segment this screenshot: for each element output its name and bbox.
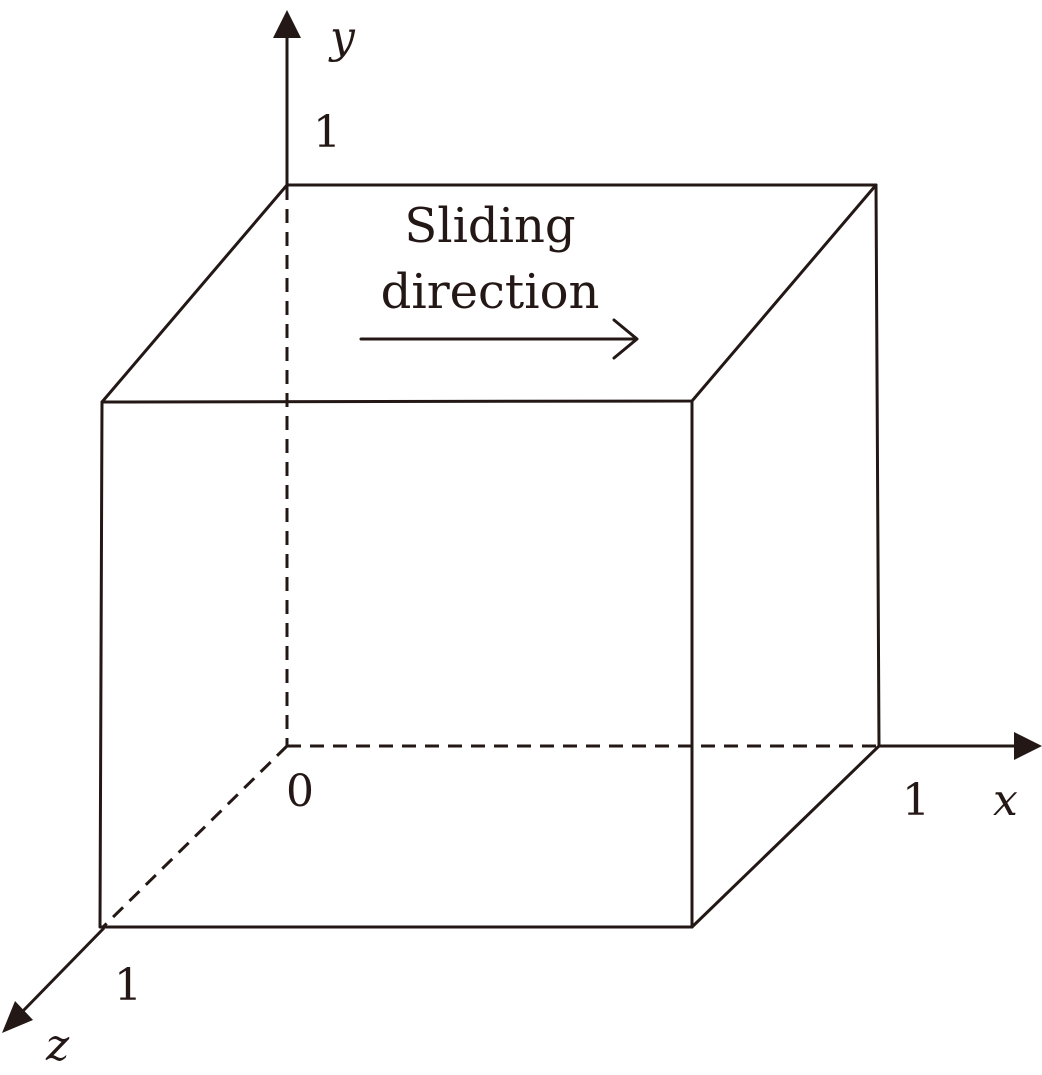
x-axis-label: x — [993, 775, 1018, 826]
z-axis — [20, 926, 106, 1014]
sliding-label-line2: direction — [381, 264, 600, 320]
front-face-edges — [98, 399, 694, 929]
y-tick-label: 1 — [313, 107, 341, 158]
right-face-edges — [690, 183, 881, 929]
z-tick-label: 1 — [114, 960, 142, 1011]
x-axis-arrowhead — [1014, 732, 1042, 760]
y-axis-label: y — [328, 12, 356, 63]
sliding-label-line1: Sliding — [404, 198, 575, 254]
hidden-edge-z — [100, 744, 289, 930]
sliding-arrow-head — [612, 318, 639, 360]
z-axis-label: z — [45, 1020, 70, 1071]
origin-label: 0 — [286, 766, 314, 817]
x-tick-label: 1 — [902, 775, 930, 826]
y-axis-arrowhead — [273, 10, 301, 38]
z-axis-arrowhead — [2, 1001, 33, 1033]
